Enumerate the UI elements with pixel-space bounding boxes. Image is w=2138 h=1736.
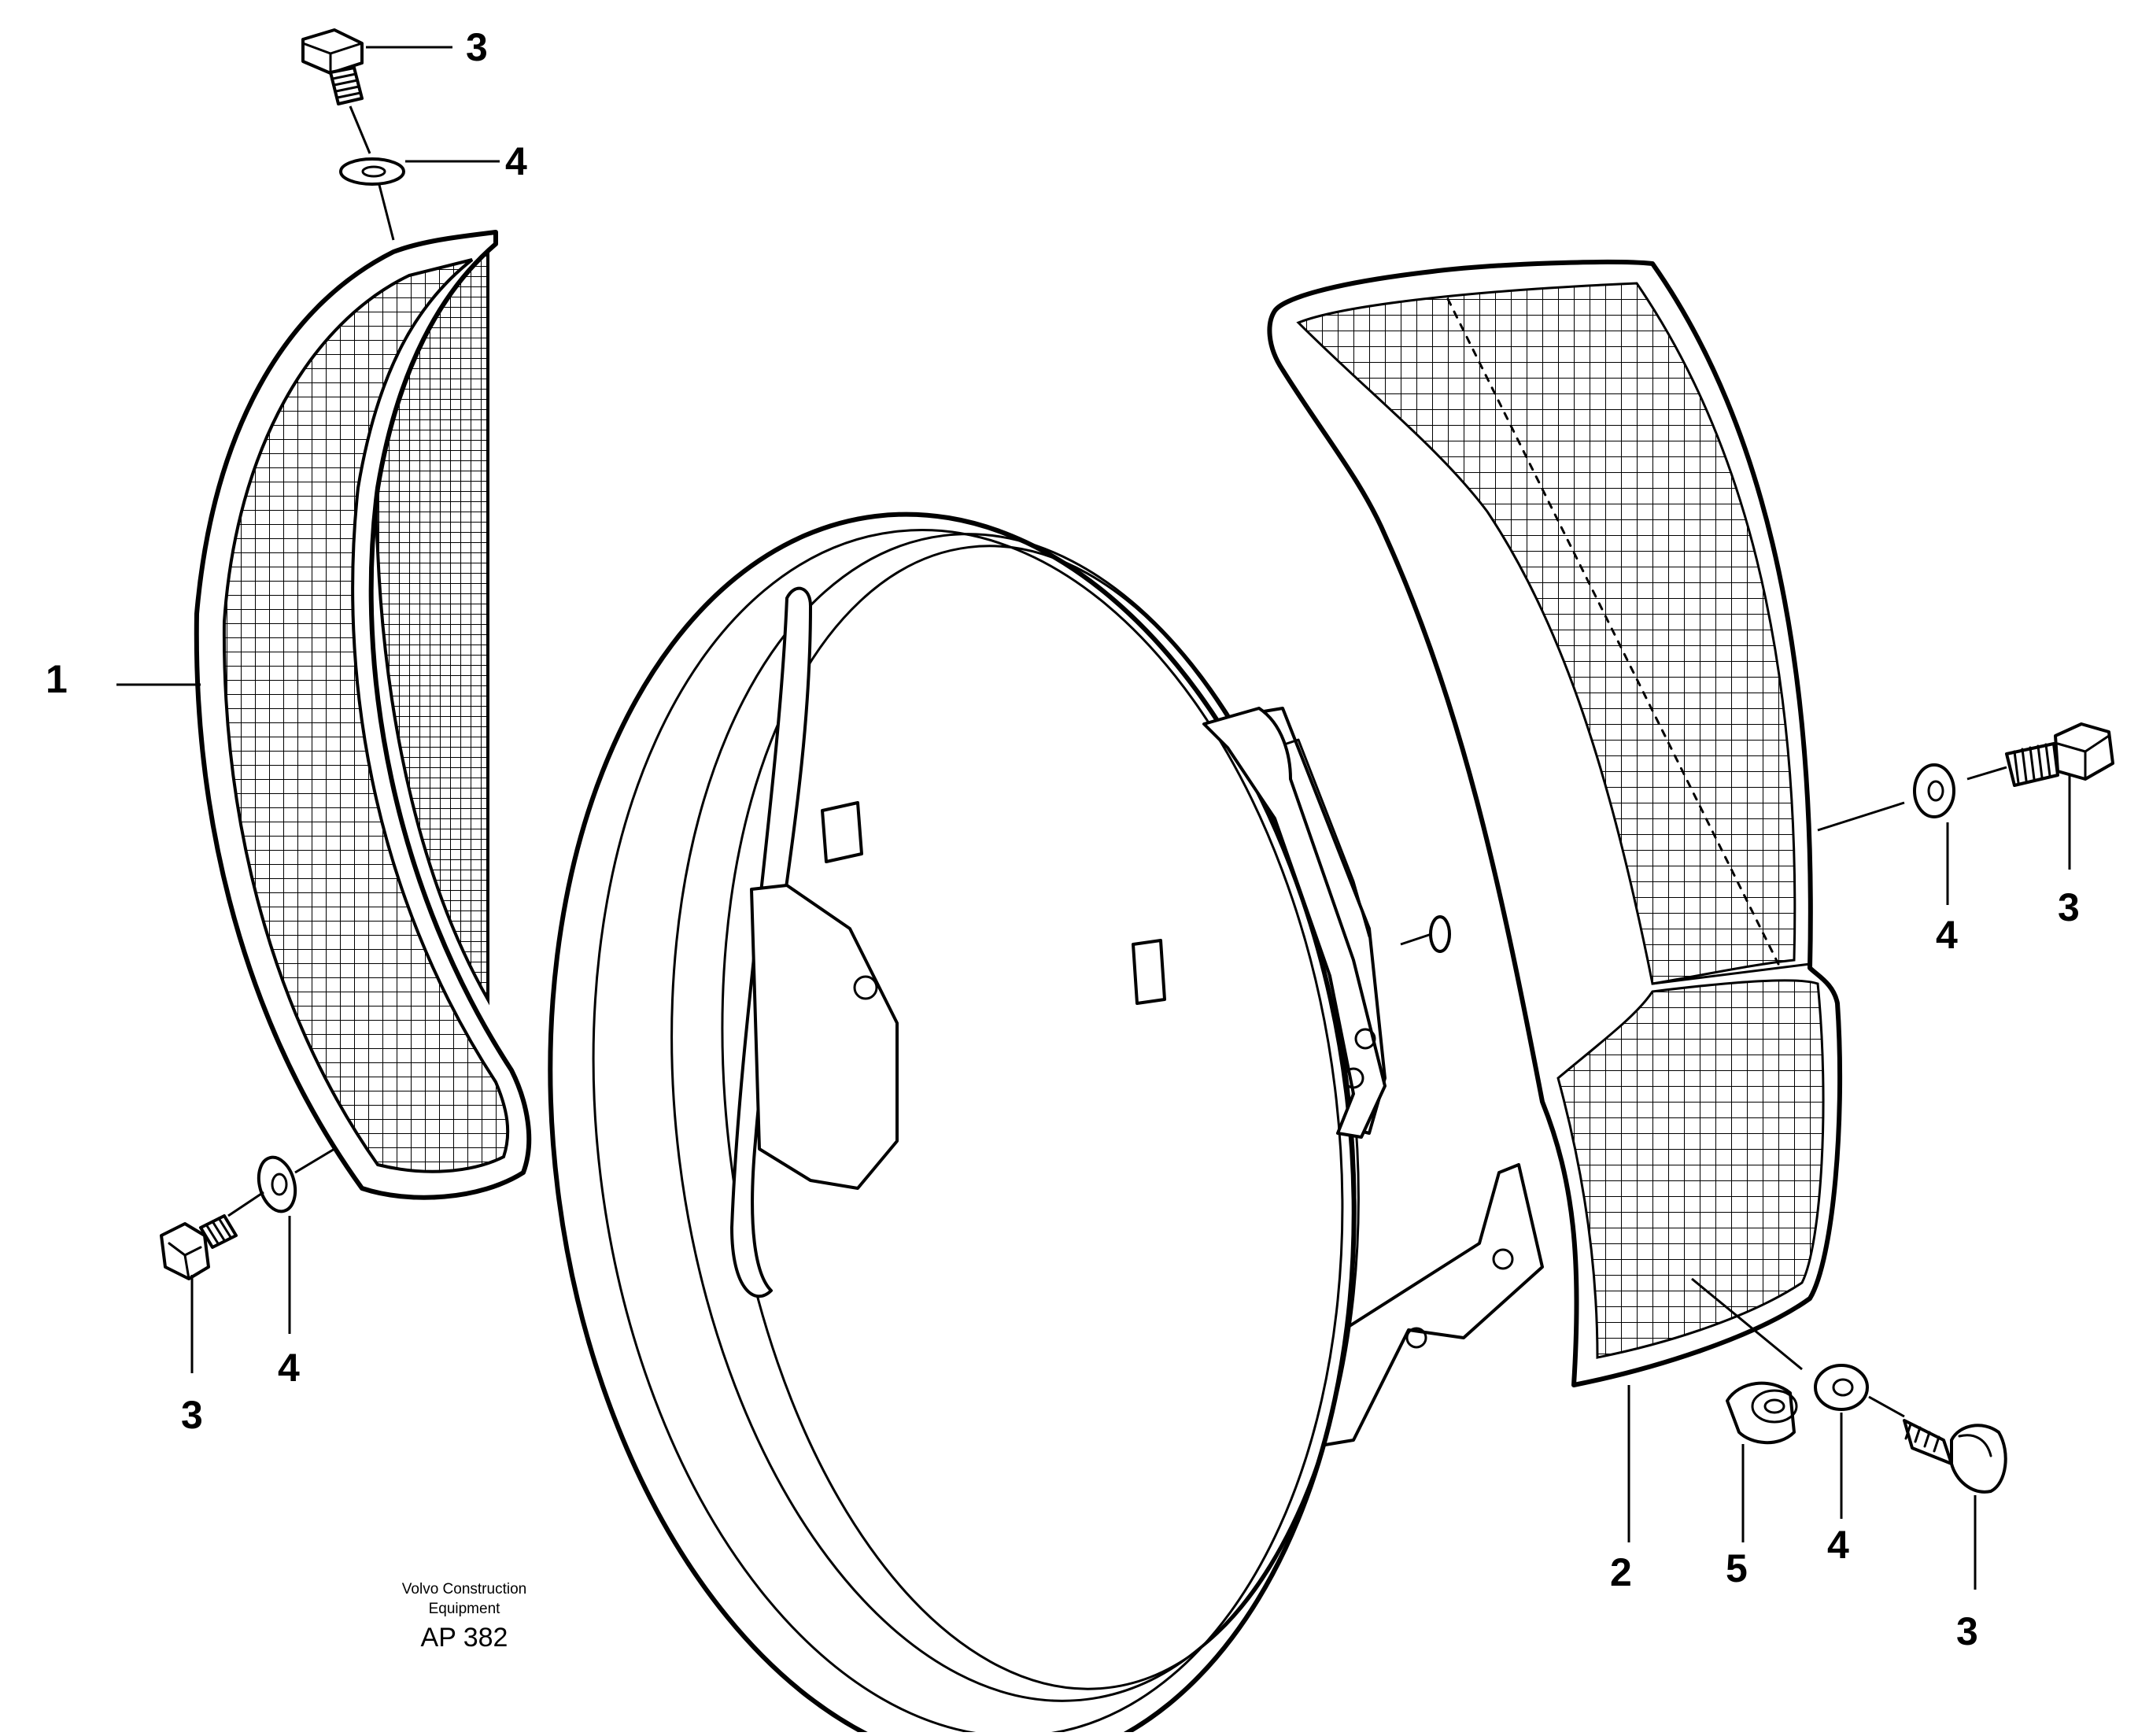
callout-labels: 1 2 3 3 3 3 4 4 4 4 5 — [46, 25, 2080, 1653]
leader-lines — [116, 46, 2071, 1590]
screw-right — [2005, 722, 2114, 787]
left-grille-shield — [194, 230, 532, 1200]
screw-bottom — [1903, 1419, 2007, 1494]
callout-1: 1 — [46, 657, 68, 701]
callout-3-right: 3 — [2058, 885, 2080, 929]
washer-left — [257, 1155, 297, 1213]
washer-bottom — [1814, 1364, 1869, 1411]
screw-left — [160, 1214, 238, 1280]
callout-3-bottom: 3 — [1956, 1609, 1978, 1653]
callout-4-top: 4 — [505, 139, 527, 183]
callout-2: 2 — [1610, 1550, 1632, 1594]
callout-3-left: 3 — [181, 1393, 203, 1437]
right-grille-shield — [1267, 260, 1843, 1387]
washer-top — [339, 157, 405, 186]
callout-3-top: 3 — [466, 25, 488, 69]
callout-4-bottom: 4 — [1827, 1523, 1849, 1567]
fan-ring — [548, 512, 1544, 1736]
nut-bottom — [1726, 1381, 1798, 1445]
screw-top — [301, 28, 364, 105]
callout-4-right: 4 — [1936, 913, 1958, 957]
credit-line-1: Volvo Construction — [402, 1581, 526, 1597]
fasteners — [160, 28, 2114, 1494]
callout-5: 5 — [1726, 1546, 1748, 1590]
credit-block: Volvo Construction Equipment AP 382 — [402, 1581, 526, 1653]
callout-4-left: 4 — [278, 1346, 300, 1390]
credit-line-2: Equipment — [429, 1601, 501, 1617]
washer-right — [1913, 763, 1955, 818]
drawing-code: AP 382 — [421, 1623, 508, 1653]
